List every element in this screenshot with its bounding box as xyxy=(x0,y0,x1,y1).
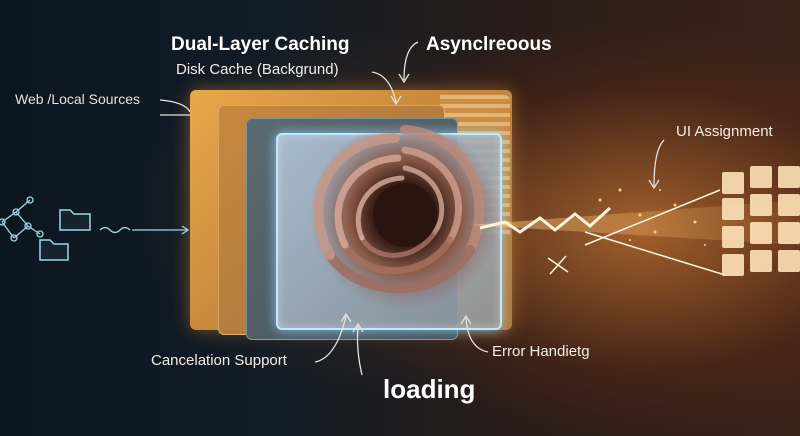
data-beam xyxy=(470,188,800,246)
web-local-sources-label: Web /Local Sources xyxy=(15,91,141,107)
loading-label: loading xyxy=(383,374,476,404)
ui-grid-icon xyxy=(722,166,800,276)
wave-arrow-icon xyxy=(99,225,190,235)
cancelation-support-label: Cancelation Support xyxy=(151,352,287,369)
asynchronous-label: Asynclreoous xyxy=(426,34,552,55)
disk-cache-label: Disk Cache (Backgrund) xyxy=(176,61,339,78)
x-mark-icon xyxy=(547,189,726,276)
network-graph-icon xyxy=(0,196,44,242)
ui-assignment-label: UI Assignment xyxy=(676,123,773,140)
folder-icon xyxy=(39,239,69,261)
callout-lines xyxy=(159,41,665,376)
swirl-icon xyxy=(310,120,500,310)
dual-layer-caching-label: Dual-Layer Caching xyxy=(171,34,350,55)
error-handling-label: Error Handietg xyxy=(492,343,590,360)
folder-icon xyxy=(59,209,91,231)
